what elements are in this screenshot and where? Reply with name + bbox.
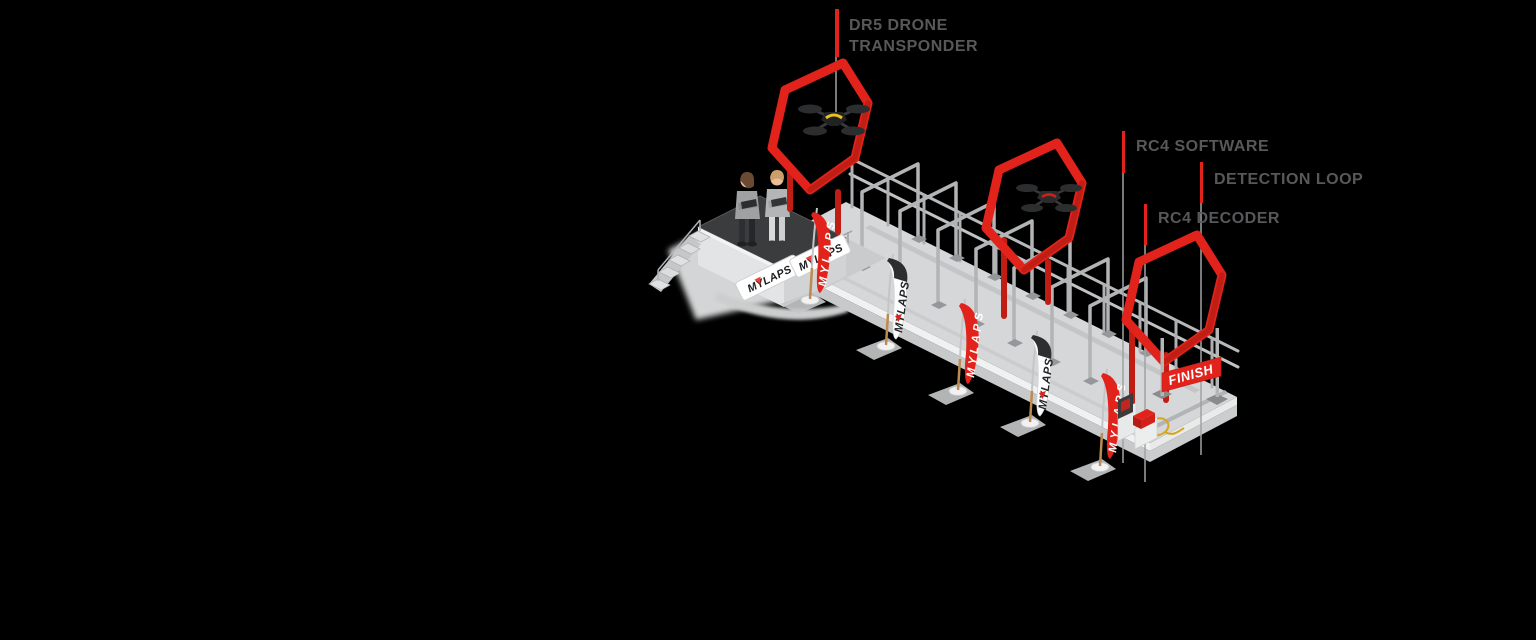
- drone-body: [1037, 191, 1061, 203]
- stair-step: [678, 242, 701, 255]
- rotor: [1021, 204, 1043, 212]
- person-leg: [739, 218, 745, 243]
- stair-step: [688, 230, 711, 243]
- flag-pole: [956, 358, 962, 391]
- timing-equipment: [1117, 393, 1185, 450]
- shadow-under-boards: [714, 292, 848, 320]
- stair-step: [668, 254, 691, 267]
- rotor: [1016, 184, 1038, 192]
- drone-accent-yellow: [825, 113, 843, 120]
- person-right: [765, 170, 790, 246]
- drone-1: [798, 104, 870, 136]
- person-shoe: [747, 241, 757, 247]
- deck-end-face: [1150, 405, 1237, 462]
- callout-line: DR5 DRONE: [849, 17, 948, 34]
- drone-arms: [1028, 186, 1070, 209]
- finish-post: [1160, 338, 1164, 396]
- tablet: [741, 199, 757, 209]
- mylaps-red-v-icon: [1039, 391, 1046, 399]
- drone-accent-red: [1041, 193, 1057, 199]
- callout-text: DETECTION LOOP: [1214, 171, 1364, 188]
- flag-blade-tip: [887, 258, 908, 282]
- callout-tick: [1143, 204, 1147, 245]
- drone-arms: [811, 107, 857, 132]
- detection-loop-strip: [1138, 390, 1228, 436]
- rotor: [1060, 184, 1082, 192]
- flag-pole: [1098, 432, 1104, 467]
- deck-front-face: [759, 256, 1150, 462]
- flag-blade-tip: [1031, 335, 1052, 359]
- person-hair: [770, 170, 784, 181]
- callout-text: DR5 DRONE TRANSPONDER: [849, 15, 978, 57]
- deck-front-curb: [759, 248, 1150, 451]
- finish-gantry: FINISH: [1152, 328, 1228, 405]
- finish-post-base: [1206, 394, 1228, 405]
- finish-banner: [1161, 356, 1222, 393]
- flag-pole: [884, 313, 890, 346]
- callout-text: RC4 SOFTWARE: [1136, 138, 1270, 155]
- flag-pole: [1028, 390, 1034, 423]
- person-leg: [769, 216, 775, 242]
- flag-blade: [959, 303, 979, 384]
- person-shoe: [777, 240, 787, 246]
- stair-step: [648, 278, 671, 291]
- mylaps-red-v-icon: [805, 254, 812, 263]
- stair-handrail: [657, 219, 701, 271]
- track-deck: [759, 202, 1237, 462]
- race-gate-2: [981, 138, 1087, 319]
- gate-ring-shade: [1161, 272, 1225, 365]
- person-shoe: [737, 241, 747, 247]
- person-left: [735, 172, 760, 247]
- rc4-decoder-box-side: [1141, 413, 1155, 429]
- person-shoe: [767, 240, 777, 246]
- flag-pole: [808, 267, 814, 300]
- deck-end-curb: [1150, 397, 1237, 451]
- laptop-screen-content: [1121, 398, 1130, 412]
- callout-text: RC4 DECODER: [1158, 210, 1280, 227]
- rail-mid: [848, 172, 1240, 369]
- lane-stripe-mid: [865, 225, 1200, 393]
- person-leg: [749, 218, 755, 243]
- rc4-decoder-box-front: [1133, 416, 1141, 429]
- rotor: [1055, 204, 1077, 212]
- rotor: [803, 126, 827, 136]
- rc4-decoder-box: [1133, 409, 1155, 420]
- callout-tick: [835, 9, 839, 57]
- rotor: [846, 104, 870, 114]
- platform-top-rim-left: [698, 227, 784, 273]
- person-hair-beard: [740, 172, 754, 189]
- gate-ring-shade: [1021, 180, 1085, 273]
- gate-ring-shade: [807, 100, 871, 193]
- lane-stripe-front: [826, 269, 1160, 436]
- tablet: [771, 197, 787, 207]
- mylaps-red-v-icon: [895, 314, 902, 322]
- person-leg: [779, 216, 785, 242]
- drone-2: [1016, 184, 1082, 212]
- deck-top: [759, 202, 1237, 443]
- rotor: [841, 126, 865, 136]
- callout-line: TRANSPONDER: [849, 38, 979, 55]
- callout-tick: [1121, 131, 1125, 173]
- flag-blade: [811, 212, 831, 293]
- mylaps-red-v-icon: [754, 276, 761, 285]
- platform-stairs: [648, 219, 711, 292]
- feather-flag-white: MYLAPS: [856, 253, 912, 360]
- flag-blade: [1101, 373, 1121, 459]
- race-gate-1: [767, 58, 873, 235]
- callout-tick: [1199, 162, 1203, 203]
- rotor: [798, 104, 822, 114]
- stair-step: [658, 266, 681, 279]
